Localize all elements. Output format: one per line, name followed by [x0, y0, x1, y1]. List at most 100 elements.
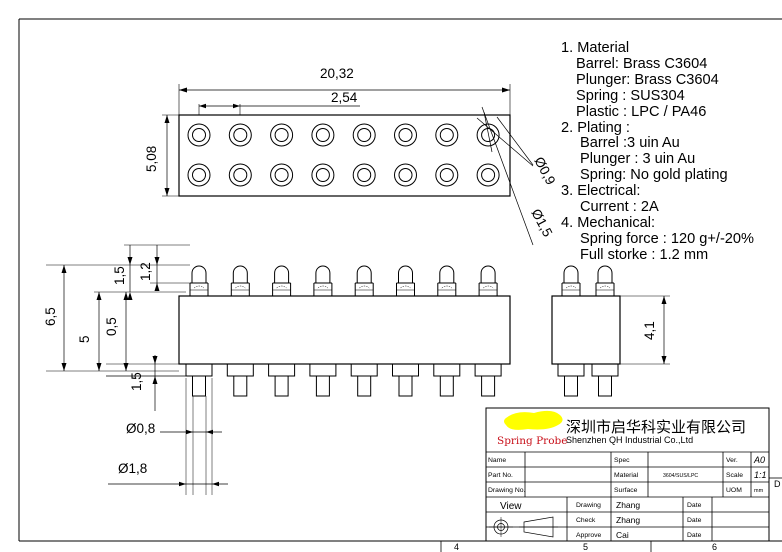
- scale-label: Scale: [726, 472, 743, 479]
- contact-hole: [270, 163, 294, 187]
- top-view-dimension-labels: 20,32 2,54 5,08 Ø0,9 Ø1,5: [144, 66, 558, 239]
- note-item: Barrel :3 uin Au: [580, 135, 680, 152]
- zone-letter-d: D: [774, 479, 781, 489]
- note-item: Spring force : 120 g+/-20%: [580, 230, 755, 247]
- approve-label: Approve: [576, 532, 602, 539]
- note-item: Current : 2A: [580, 199, 659, 216]
- note-item: Plunger: Brass C3604: [576, 71, 719, 88]
- top-view: [162, 84, 534, 246]
- note-item: Barrel: Brass C3604: [576, 55, 708, 72]
- uom-value: mm: [754, 488, 764, 494]
- ver-label: Ver.: [726, 457, 738, 464]
- probe-pin: [474, 265, 502, 397]
- front-view: [46, 244, 511, 495]
- note-item: Spring: No gold plating: [580, 167, 728, 184]
- hole-small-label: Ø0,9: [531, 154, 558, 187]
- spec-label: Spec: [614, 457, 630, 464]
- probe-pin: [392, 265, 419, 397]
- front-pins: [185, 265, 502, 397]
- probe-pin: [226, 265, 254, 397]
- note-item: Plastic : LPC / PA46: [576, 103, 707, 120]
- note-item: Spring : SUS304: [576, 87, 685, 104]
- contact-hole: [394, 163, 417, 187]
- probe-pin: [185, 265, 213, 397]
- contact-hole: [435, 163, 459, 187]
- view-label: View: [500, 501, 522, 512]
- side-pins: [557, 265, 619, 397]
- tip-height-label: 1,2: [138, 262, 153, 281]
- hole-grid: [187, 123, 500, 187]
- material-value: 3604/SUS/LPC: [663, 473, 698, 479]
- check-name: Zhang: [616, 515, 640, 525]
- note-heading: 1. Material: [561, 40, 630, 56]
- probe-pin: [433, 265, 461, 397]
- probe-pin: [268, 265, 296, 397]
- tail-diameter-label: Ø0,8: [126, 421, 155, 436]
- front-view-dimension-labels: 6,5 5 0,5 1,5 1,2 1,5 Ø0,8 Ø1,8: [43, 262, 155, 476]
- drawing-date-label: Date: [687, 502, 702, 509]
- side-body-height-label: 4,1: [642, 321, 657, 340]
- side-view: [551, 265, 670, 397]
- note-item: Plunger : 3 uin Au: [580, 151, 696, 168]
- check-date-label: Date: [687, 517, 702, 524]
- check-label: Check: [576, 517, 596, 524]
- zone-number-4: 4: [454, 542, 459, 552]
- zone-number-6: 6: [712, 542, 717, 552]
- side-view-body: [551, 295, 621, 365]
- title-block-fields: Name Part No. Drawing No. Spec Material …: [488, 455, 767, 540]
- contact-hole: [435, 123, 459, 147]
- drawing-no-label: Drawing No.: [488, 487, 526, 494]
- body-thickness-label: 5: [77, 335, 92, 343]
- front-view-body: [178, 295, 511, 365]
- material-label: Material: [614, 472, 639, 479]
- contact-hole: [311, 123, 335, 147]
- name-label: Name: [488, 457, 506, 464]
- contact-hole: [394, 123, 417, 147]
- drawing-label: Drawing: [576, 502, 601, 509]
- contact-hole: [228, 123, 252, 147]
- note-heading: 4. Mechanical:: [561, 214, 656, 231]
- contact-hole: [187, 123, 211, 147]
- note-heading: 3. Electrical:: [561, 183, 641, 200]
- note-heading: 2. Plating :: [561, 119, 630, 136]
- logo-highlight: [504, 410, 563, 430]
- company-name-cn: 深圳市启华科实业有限公司: [566, 419, 746, 436]
- contact-hole: [311, 163, 335, 187]
- uom-label: UOM: [726, 487, 742, 494]
- collar-diameter-label: Ø1,8: [118, 461, 147, 476]
- contact-hole: [352, 123, 376, 147]
- plunger-height-label: 1,5: [112, 266, 127, 285]
- probe-pin: [309, 265, 337, 397]
- surface-label: Surface: [614, 487, 638, 494]
- hole-large-label: Ø1,5: [528, 206, 555, 239]
- probe-pin: [350, 265, 378, 397]
- approve-date-label: Date: [687, 532, 702, 539]
- contact-hole: [476, 163, 500, 187]
- ver-value: A0: [753, 455, 765, 465]
- part-no-label: Part No.: [488, 472, 513, 479]
- zone-number-5: 5: [583, 542, 588, 552]
- title-block: [485, 407, 770, 542]
- overall-width-label: 20,32: [320, 66, 354, 81]
- title-block-logo: Spring Probe: [497, 410, 567, 447]
- contact-hole: [352, 163, 376, 187]
- pitch-label: 2,54: [331, 90, 358, 105]
- probe-pin: [591, 265, 619, 397]
- company-name-en: Shenzhen QH Industrial Co.,Ltd: [566, 435, 693, 445]
- plunger-offset-label: 0,5: [104, 317, 119, 336]
- contact-hole: [228, 163, 252, 187]
- zone-markers: 4 5 6 D: [454, 479, 781, 552]
- top-view-body: [178, 114, 511, 197]
- scale-value: 1:1: [754, 470, 767, 480]
- note-item: Full storke : 1.2 mm: [580, 246, 709, 263]
- contact-hole: [270, 123, 294, 147]
- tail-length-label: 1,5: [129, 372, 144, 391]
- probe-pin: [557, 265, 585, 397]
- logo-text: Spring Probe: [497, 435, 567, 447]
- contact-hole: [187, 163, 211, 187]
- total-height-label: 6,5: [43, 307, 58, 326]
- body-height-label: 5,08: [144, 146, 159, 172]
- drawing-name: Zhang: [616, 500, 640, 510]
- projection-symbol: [489, 516, 558, 538]
